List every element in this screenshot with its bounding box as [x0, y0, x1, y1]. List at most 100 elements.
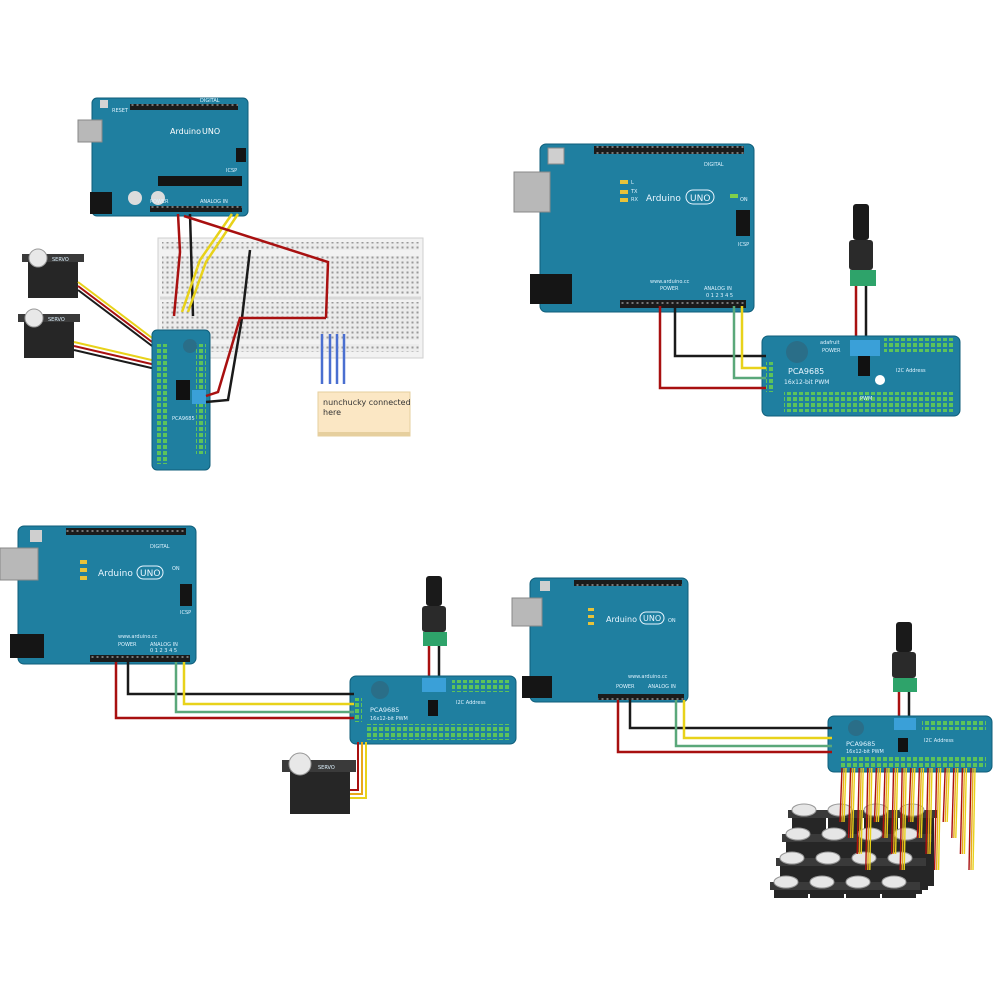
on-label: ON — [668, 618, 676, 624]
panel-bottom-left: Arduino UNO www.arduino.cc DIGITAL ICSP … — [0, 525, 517, 814]
servo: SERVO — [282, 752, 356, 814]
servo-wires — [73, 281, 161, 371]
dc-barrel-jack — [892, 622, 917, 720]
servo-wire-12 — [933, 767, 942, 871]
reset-label: RESET — [112, 108, 129, 114]
note-line-2: here — [323, 408, 341, 417]
power-label: POWER — [150, 199, 169, 205]
driver-desc: 16x12-bit PWM — [370, 716, 408, 722]
reset-button — [30, 530, 42, 542]
arduino-brand: Arduino — [606, 615, 637, 624]
analog-label: ANALOG IN — [704, 286, 732, 292]
arduino-site: www.arduino.cc — [650, 279, 690, 285]
usb-port — [511, 597, 543, 627]
power-jack — [522, 676, 552, 698]
tx-label: TX — [630, 189, 638, 195]
servo-wire-2 — [847, 767, 856, 839]
nunchuck-wires — [320, 334, 346, 384]
arduino-model: UNO — [643, 614, 661, 623]
arduino-site: www.arduino.cc — [628, 674, 668, 680]
panel-top-left: Arduino UNO RESET DIGITAL ICSP POWER ANA… — [18, 97, 424, 471]
servo-wire-5 — [873, 767, 882, 823]
arduino-model: UNO — [202, 127, 220, 136]
pwm-driver-board: PCA9685 16x12-bit PWM adafruit POWER I2C… — [761, 335, 961, 417]
analog-label: ANALOG IN — [200, 199, 228, 205]
reset-button — [100, 100, 108, 108]
analog-pins: 0 1 2 3 4 5 — [706, 293, 733, 299]
servo-wire-11 — [925, 767, 933, 855]
servo-wire-14 — [951, 767, 959, 839]
servo-label-2: SERVO — [48, 317, 65, 323]
dc-barrel-jack — [849, 204, 876, 342]
wires-arduino-to-breadboard — [172, 213, 330, 319]
analog-pins: 0 1 2 3 4 5 — [150, 648, 177, 654]
wires-arduino-to-driver — [658, 306, 766, 390]
power-jack — [10, 634, 44, 658]
servo-15 — [842, 875, 884, 898]
power-jack — [90, 192, 112, 214]
servo-16 — [878, 875, 920, 898]
dc-barrel-jack — [422, 576, 447, 680]
pwm-driver-board: PCA9685 16x12-bit PWM I2C Address — [349, 675, 517, 745]
driver-pwm-label: PWM — [860, 396, 872, 402]
driver-power-label: POWER — [822, 348, 841, 354]
arduino-uno-board: Arduino UNO www.arduino.cc ON POWER ANAL… — [511, 577, 689, 703]
servo-wire-13 — [942, 767, 950, 823]
power-label: POWER — [660, 286, 679, 292]
arduino-site: www.arduino.cc — [118, 634, 158, 640]
servo-13 — [770, 875, 812, 898]
servo-wire-7 — [890, 767, 899, 855]
servo-wire-10 — [916, 767, 925, 839]
servo-bank — [770, 803, 938, 898]
digital-label: DIGITAL — [704, 162, 724, 168]
arduino-brand: Arduino — [98, 569, 133, 579]
driver-addr-label: I2C Address — [924, 738, 954, 744]
on-label: ON — [172, 566, 180, 572]
servo-label: SERVO — [318, 765, 335, 771]
arduino-uno-board: Arduino UNO www.arduino.cc DIGITAL ICSP … — [0, 525, 197, 665]
arduino-brand: Arduino — [646, 194, 681, 204]
driver-addr-label: I2C Address — [896, 368, 926, 374]
reset-button — [547, 147, 565, 165]
rx-label: RX — [631, 197, 638, 203]
wires-arduino-to-driver — [616, 700, 832, 754]
servo-wire-8 — [899, 767, 907, 871]
power-label: POWER — [616, 684, 635, 690]
icsp-label: ICSP — [738, 242, 749, 248]
analog-label: ANALOG IN — [150, 642, 178, 648]
driver-desc: 16x12-bit PWM — [784, 379, 829, 386]
servo-wire-4 — [865, 767, 873, 871]
panel-bottom-right: Arduino UNO www.arduino.cc ON POWER ANAL… — [511, 577, 993, 898]
servo-bottom: SERVO — [18, 308, 80, 358]
servo-14 — [806, 875, 848, 898]
icsp-label: ICSP — [180, 610, 191, 616]
on-label: ON — [740, 197, 748, 203]
arduino-model: UNO — [140, 569, 160, 579]
driver-brand: adafruit — [820, 340, 840, 346]
wires-breadboard-to-driver — [205, 316, 326, 404]
servo-wire-16 — [968, 767, 976, 871]
reset-button — [540, 581, 550, 591]
pwm-driver-board: PCA9685 — [151, 329, 211, 471]
power-jack — [530, 274, 572, 304]
servo-wires — [350, 742, 367, 799]
driver-desc: 16x12-bit PWM — [846, 749, 884, 755]
servo-wire-3 — [856, 767, 864, 855]
usb-port — [513, 171, 551, 213]
usb-port — [0, 547, 39, 581]
driver-chip-label: PCA9685 — [172, 416, 195, 422]
servo-label: SERVO — [52, 257, 69, 263]
arduino-uno-board: Arduino UNO www.arduino.cc DIGITAL ICSP … — [513, 143, 755, 313]
panel-top-right: Arduino UNO www.arduino.cc DIGITAL ICSP … — [513, 143, 961, 417]
driver-addr-label: I2C Address — [456, 700, 486, 706]
driver-chip-label: PCA9685 — [370, 706, 399, 714]
servo-top: SERVO — [22, 248, 84, 298]
l-label: L — [631, 180, 634, 186]
icsp-label: ICSP — [226, 168, 237, 174]
note-line-1: nunchucky connected — [323, 398, 411, 407]
arduino-model: UNO — [690, 194, 710, 204]
arduino-uno-board: Arduino UNO RESET DIGITAL ICSP POWER ANA… — [77, 97, 249, 217]
star-logo — [875, 375, 885, 385]
